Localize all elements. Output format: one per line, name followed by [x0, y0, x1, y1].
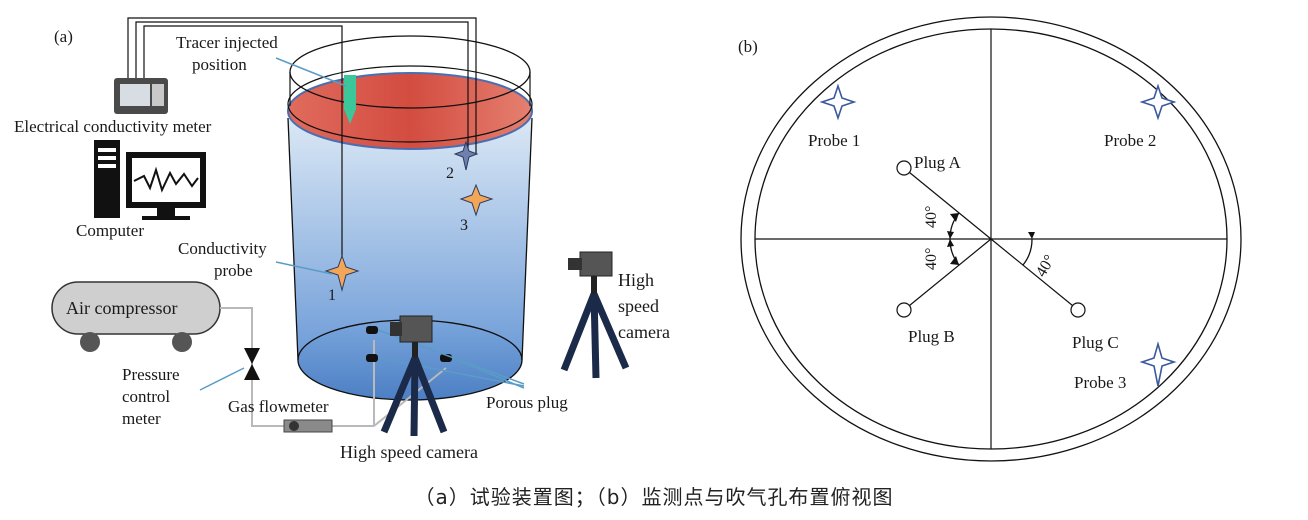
pressure-valve	[244, 348, 260, 380]
panel-a-experimental-setup: (a) Tracer injected position 1 2 3 Condu…	[14, 8, 714, 470]
panel-b-label: (b)	[738, 37, 758, 56]
air-compressor-device	[51, 281, 221, 352]
pressure-label-line3: meter	[122, 409, 161, 428]
slag-layer	[287, 72, 533, 150]
figure-caption: （a）试验装置图；（b）监测点与吹气孔布置俯视图	[414, 485, 894, 509]
porous-plug-label: Porous plug	[486, 393, 568, 412]
pressure-label-line2: control	[122, 387, 170, 406]
gas-flowmeter-device	[283, 419, 333, 433]
angle-label-b: 40°	[923, 248, 940, 270]
tracer-pointer	[275, 57, 347, 87]
tank-rim	[289, 35, 531, 109]
plug-a-marker	[896, 160, 912, 176]
conductivity-meter-label: Electrical conductivity meter	[14, 117, 212, 136]
computer-icon	[94, 140, 206, 220]
air-compressor-label: Air compressor	[66, 298, 177, 318]
top-view-diagram: (b) Plug A Plug B Plug C 40° 40° 40° Pro…	[738, 16, 1242, 462]
probe-number-1: 1	[328, 287, 336, 304]
probe-number-2: 2	[446, 165, 454, 182]
probe-1-label: Probe 1	[808, 131, 860, 150]
tracer-injector	[344, 75, 356, 124]
probe-3-label: Probe 3	[1074, 373, 1126, 392]
probe-wires	[127, 17, 477, 270]
high-speed-camera-right-line1: High	[618, 270, 654, 290]
probe-3-marker	[1139, 341, 1177, 387]
probe-1-star	[324, 254, 360, 292]
probe-label-line2: probe	[214, 261, 253, 280]
gas-flowmeter-label: Gas flowmeter	[228, 397, 329, 416]
angle-label-a: 40°	[923, 206, 940, 228]
water-tank	[287, 35, 533, 401]
computer-label: Computer	[76, 221, 144, 240]
plug-b-marker	[896, 302, 912, 318]
high-speed-camera-bottom	[380, 315, 448, 437]
high-speed-camera-bottom-label: High speed camera	[340, 442, 478, 462]
plug-c-label: Plug C	[1072, 333, 1119, 352]
probe-3-star	[459, 183, 494, 217]
panel-a-label: (a)	[54, 27, 73, 46]
plug-lines	[903, 167, 1079, 311]
tracer-label-line1: Tracer injected	[176, 33, 278, 52]
high-speed-camera-right	[560, 251, 630, 379]
high-speed-camera-right-line2: speed	[618, 296, 659, 316]
probe-2-label: Probe 2	[1104, 131, 1156, 150]
probe-label-line1: Conductivity	[178, 239, 267, 258]
pressure-label-line1: Pressure	[122, 365, 180, 384]
angle-arrowheads	[947, 213, 1035, 265]
probe-2-star	[453, 140, 479, 171]
panel-b-top-view: (b) Plug A Plug B Plug C 40° 40° 40° Pro…	[714, 8, 1244, 470]
probe-number-3: 3	[460, 217, 468, 234]
tracer-label-line2: position	[192, 55, 247, 74]
conductivity-meter-device	[114, 78, 168, 114]
high-speed-camera-right-line3: camera	[618, 322, 670, 342]
probe-1-marker	[819, 83, 857, 121]
setup-diagram: (a) Tracer injected position 1 2 3 Condu…	[14, 17, 670, 462]
plug-b-label: Plug B	[908, 327, 955, 346]
probe-2-marker	[1139, 83, 1177, 121]
plug-c-marker	[1070, 302, 1086, 318]
plug-a-label: Plug A	[914, 153, 961, 172]
